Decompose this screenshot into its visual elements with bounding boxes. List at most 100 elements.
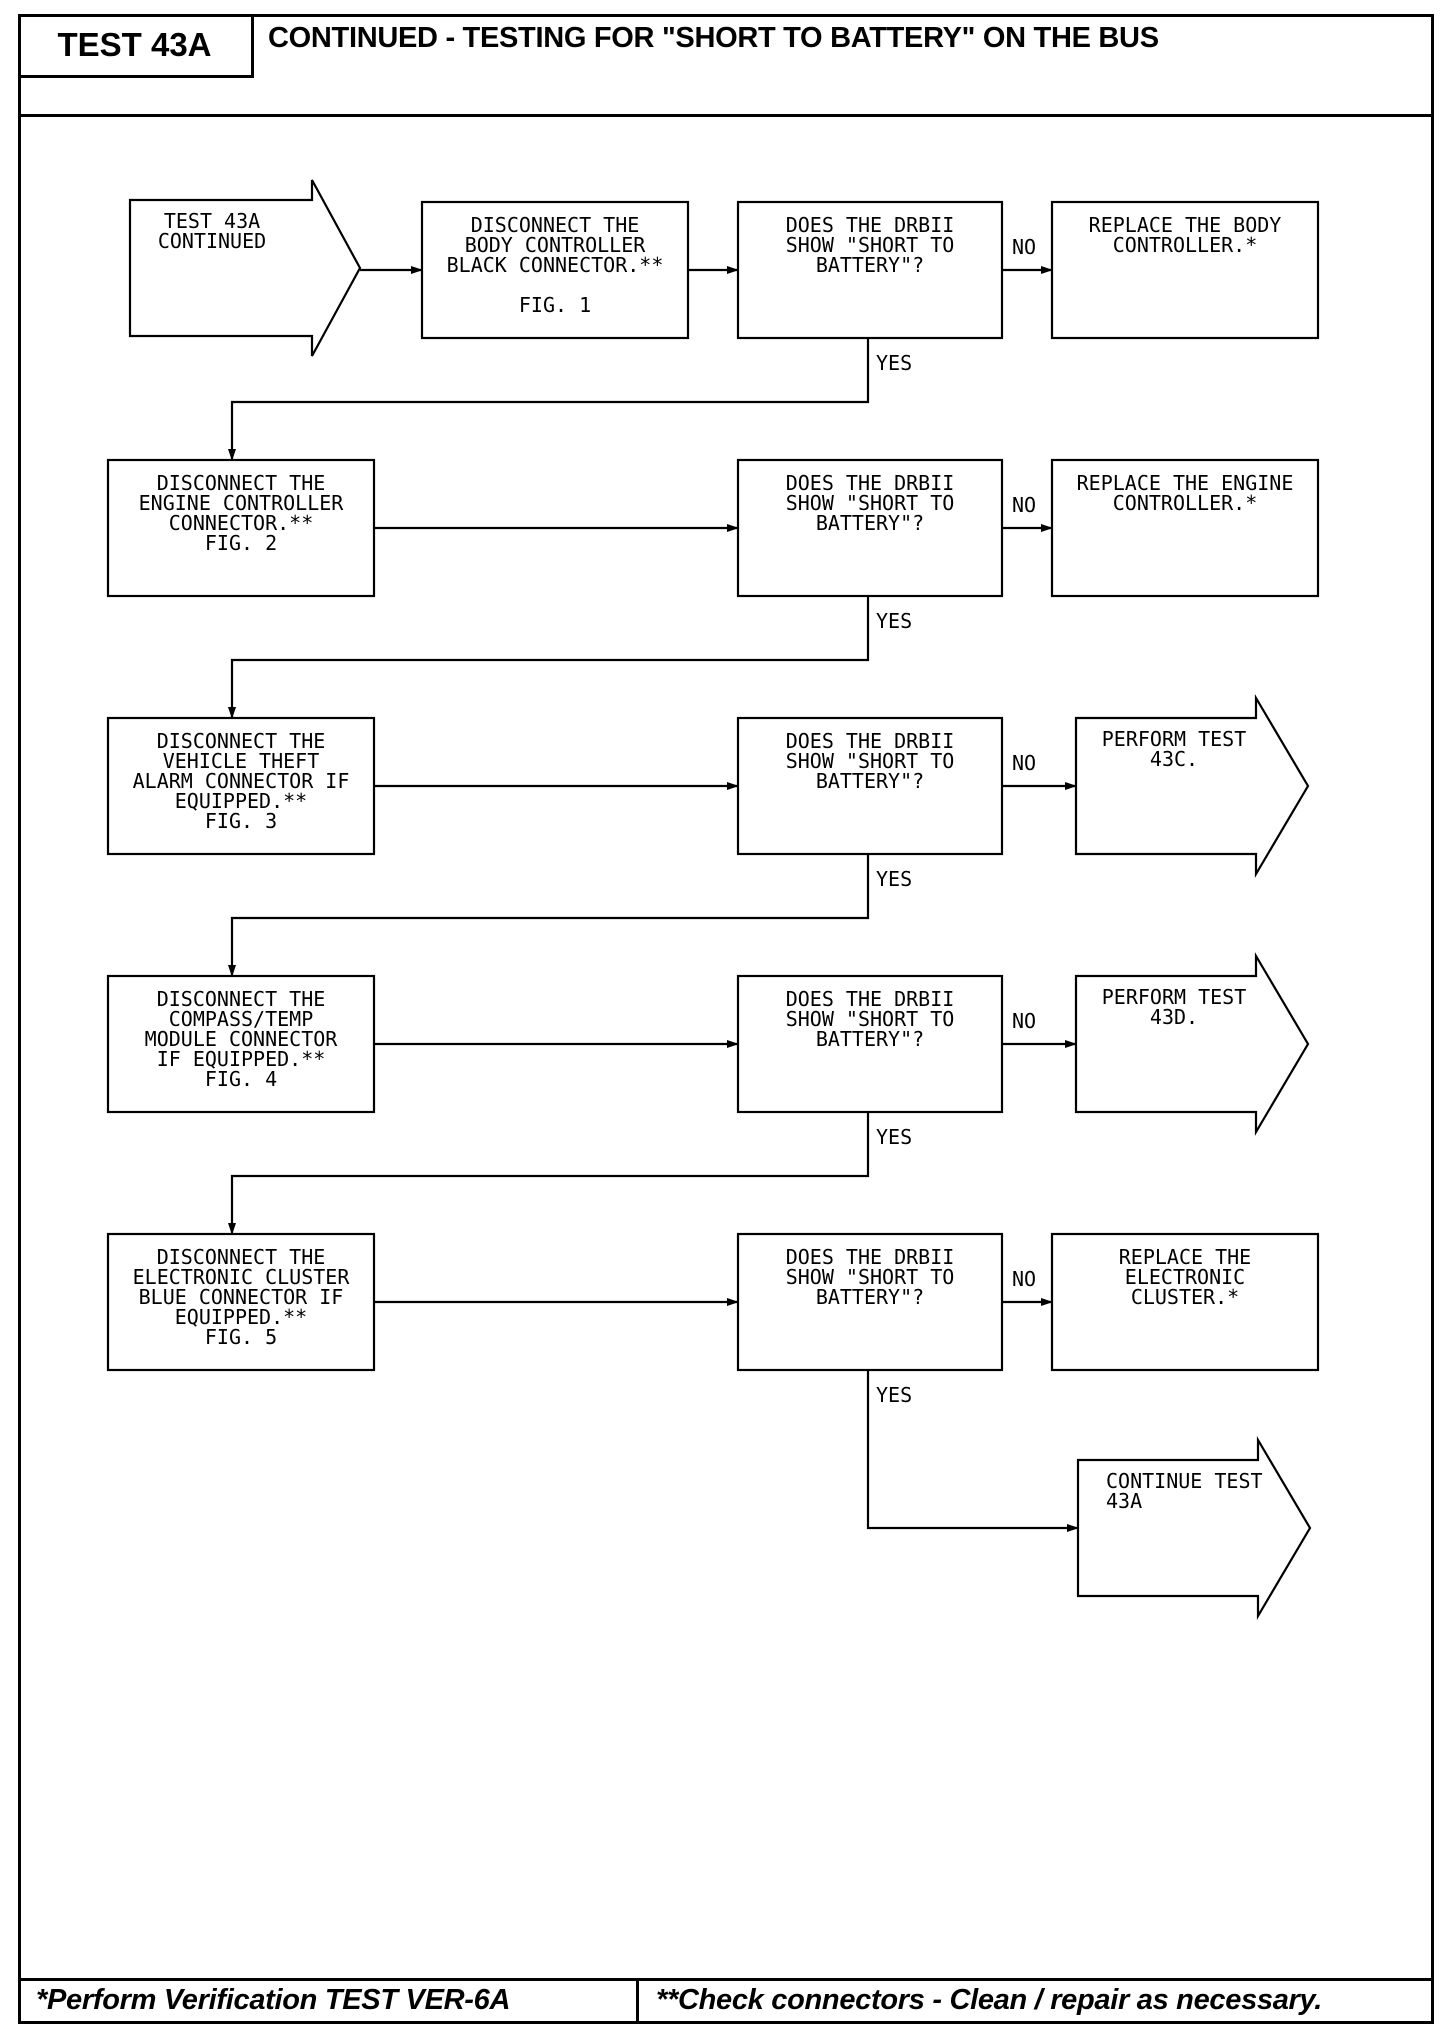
result-box-1-line: REPLACE THE BODY <box>1089 213 1282 237</box>
end-arrow-line: CONTINUE TEST <box>1106 1469 1263 1493</box>
yes-label-4: YES <box>876 1125 912 1149</box>
result-box-5-border <box>1050 1232 1320 1372</box>
question-box-3-line: DOES THE DRBII <box>786 729 955 753</box>
action-box-2-border <box>106 458 376 598</box>
question-box-2-border <box>736 458 1004 598</box>
question-box-3-border <box>736 716 1004 856</box>
start-arrow-line: TEST 43A <box>164 209 260 233</box>
yes-label-5: YES <box>876 1383 912 1407</box>
action-box-2-line: DISCONNECT THE <box>157 471 326 495</box>
action-box-3-line: FIG. 3 <box>205 809 277 833</box>
question-box-2-line: BATTERY"? <box>816 511 924 535</box>
action-box-3-border <box>106 716 376 856</box>
action-box-3-line: DISCONNECT THE <box>157 729 326 753</box>
action-box-2-line: CONNECTOR.** <box>169 511 314 535</box>
footer-divider <box>18 1978 1434 1981</box>
edge-yes-2 <box>228 596 870 719</box>
question-box-3-line: SHOW "SHORT TO <box>786 749 955 773</box>
page-title: CONTINUED - TESTING FOR "SHORT TO BATTER… <box>268 22 1159 54</box>
result-box-2-line: REPLACE THE ENGINE <box>1077 471 1294 495</box>
action-box-4-line: FIG. 4 <box>205 1067 277 1091</box>
result-arrow-3-line: PERFORM TEST <box>1102 727 1247 751</box>
edge-yes-4 <box>228 1112 870 1235</box>
question-box-2-line: SHOW "SHORT TO <box>786 491 955 515</box>
no-label-4: NO <box>1012 1009 1036 1033</box>
footer-column-divider <box>636 1978 639 2024</box>
action-box-4-line: COMPASS/TEMP <box>169 1007 314 1031</box>
result-arrow-4-line: PERFORM TEST <box>1102 985 1247 1009</box>
action-box-1-border <box>420 200 690 340</box>
action-box-4-line: DISCONNECT THE <box>157 987 326 1011</box>
edge-yes-1 <box>228 338 870 461</box>
action-box-3-line: ALARM CONNECTOR IF <box>133 769 350 793</box>
result-box-5-line: ELECTRONIC <box>1125 1265 1245 1289</box>
edge-yes-3 <box>228 854 870 977</box>
question-box-4-line: BATTERY"? <box>816 1027 924 1051</box>
result-box-1-line: CONTROLLER.* <box>1113 233 1258 257</box>
no-label-1: NO <box>1012 235 1036 259</box>
action-box-4-line: IF EQUIPPED.** <box>157 1047 326 1071</box>
action-box-3-line: EQUIPPED.** <box>175 789 307 813</box>
question-box-4-line: SHOW "SHORT TO <box>786 1007 955 1031</box>
header-divider <box>18 114 1434 117</box>
footer-note-connectors: **Check connectors - Clean / repair as n… <box>656 1984 1323 2016</box>
result-box-5-line: REPLACE THE <box>1119 1245 1251 1269</box>
start-arrow-outline <box>128 179 362 357</box>
no-label-5: NO <box>1012 1267 1036 1291</box>
question-box-4-border <box>736 974 1004 1114</box>
footer-note-verification: *Perform Verification TEST VER-6A <box>36 1984 511 2016</box>
action-box-5-border <box>106 1232 376 1372</box>
result-arrow-3-line: 43C. <box>1150 747 1198 771</box>
no-label-3: NO <box>1012 751 1036 775</box>
action-box-1-line: DISCONNECT THE <box>471 213 640 237</box>
edge-yes-5 <box>866 1370 1079 1532</box>
yes-label-3: YES <box>876 867 912 891</box>
question-box-3-line: BATTERY"? <box>816 769 924 793</box>
action-box-5-line: FIG. 5 <box>205 1325 277 1349</box>
result-box-5-line: CLUSTER.* <box>1131 1285 1239 1309</box>
result-box-1-border <box>1050 200 1320 340</box>
test-id-label: TEST 43A <box>18 14 254 78</box>
question-box-4-line: DOES THE DRBII <box>786 987 955 1011</box>
question-box-1-line: BATTERY"? <box>816 253 924 277</box>
result-arrow-4-line: 43D. <box>1150 1005 1198 1029</box>
action-box-4-border <box>106 974 376 1114</box>
action-box-1-line: FIG. 1 <box>519 293 591 317</box>
question-box-1-border <box>736 200 1004 340</box>
action-box-2-line: ENGINE CONTROLLER <box>139 491 345 515</box>
result-arrow-4-outline <box>1074 951 1310 1137</box>
action-box-4-line: MODULE CONNECTOR <box>145 1027 339 1051</box>
question-box-1-line: DOES THE DRBII <box>786 213 955 237</box>
question-box-5-line: BATTERY"? <box>816 1285 924 1309</box>
end-arrow-outline <box>1076 1435 1312 1621</box>
action-box-5-line: DISCONNECT THE <box>157 1245 326 1269</box>
yes-label-2: YES <box>876 609 912 633</box>
action-box-5-line: EQUIPPED.** <box>175 1305 307 1329</box>
result-box-2-line: CONTROLLER.* <box>1113 491 1258 515</box>
action-box-2-line: FIG. 2 <box>205 531 277 555</box>
action-box-3-line: VEHICLE THEFT <box>163 749 320 773</box>
result-arrow-3-outline <box>1074 693 1310 879</box>
question-box-2-line: DOES THE DRBII <box>786 471 955 495</box>
yes-label-1: YES <box>876 351 912 375</box>
action-box-1-line: BLACK CONNECTOR.** <box>447 253 664 277</box>
action-box-1-line: BODY CONTROLLER <box>465 233 647 257</box>
no-label-2: NO <box>1012 493 1036 517</box>
